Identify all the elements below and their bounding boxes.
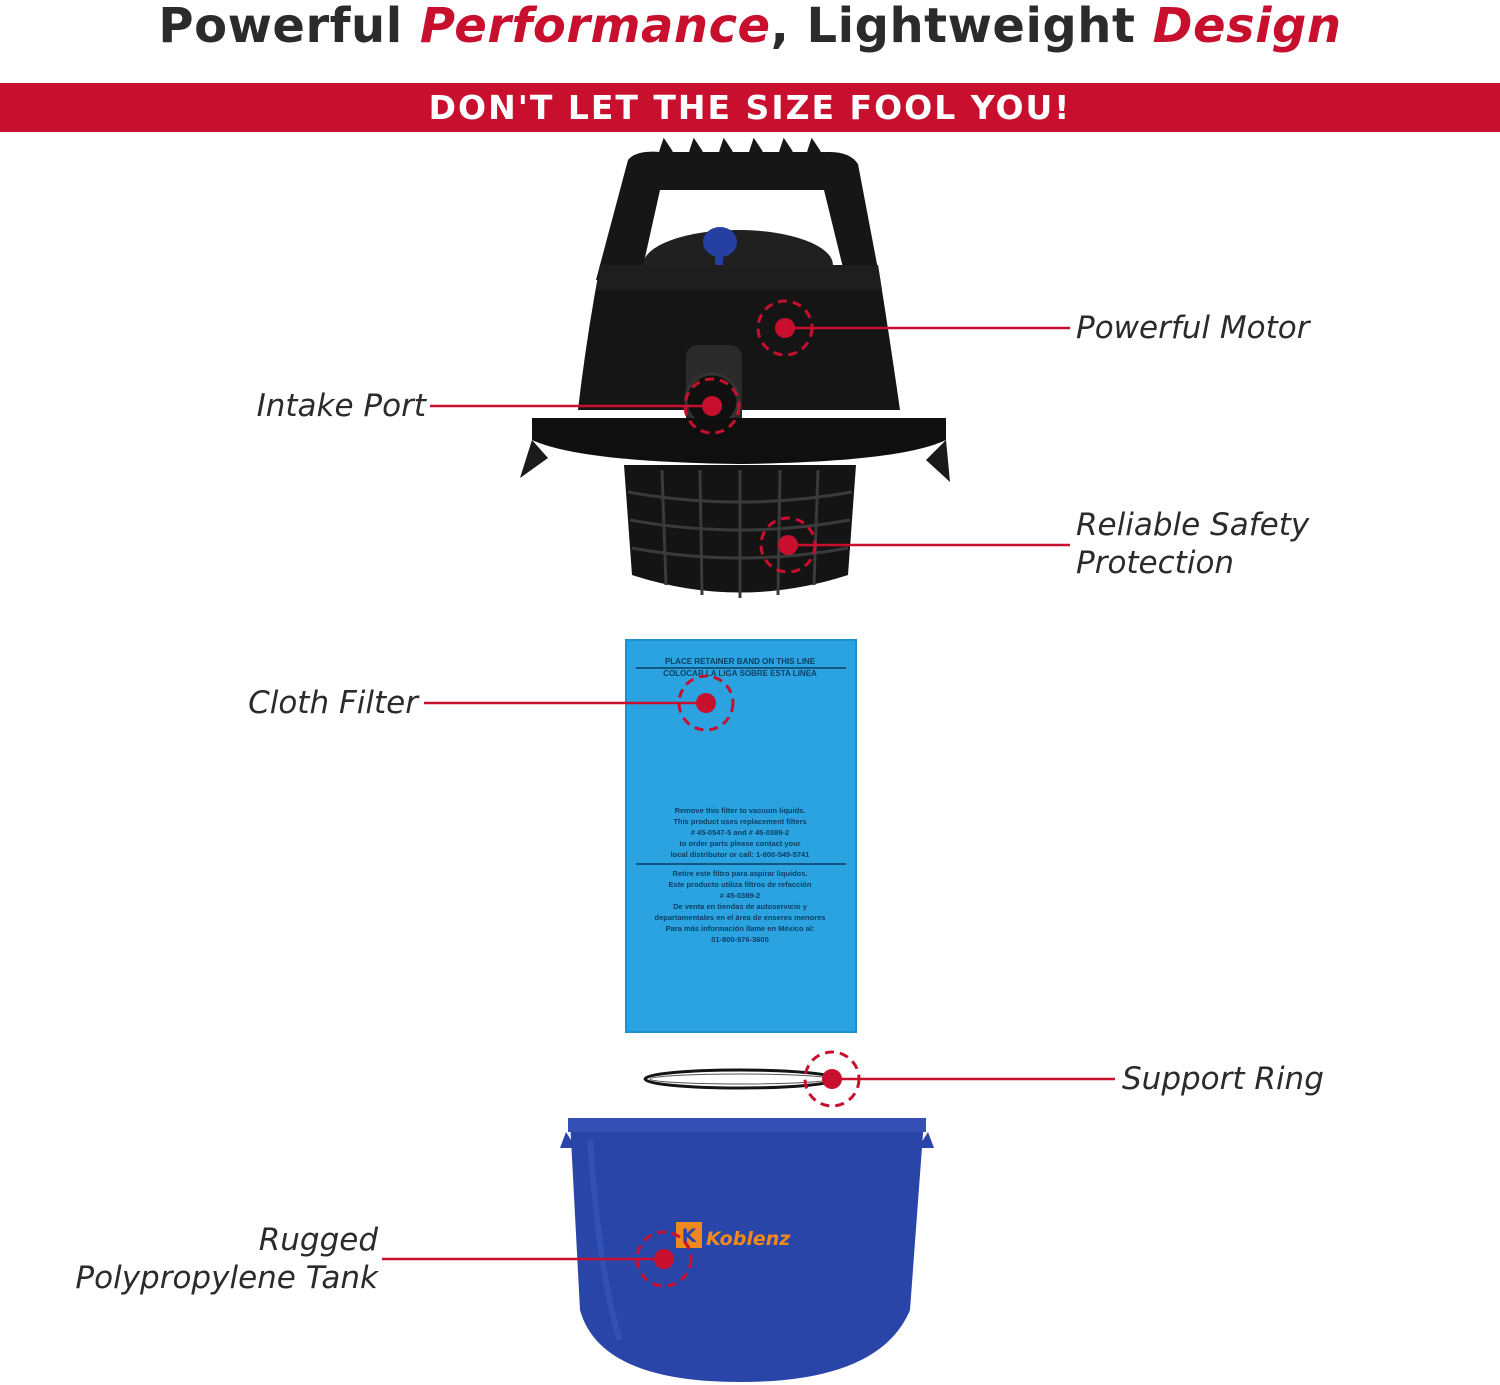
marker-tank: [635, 1230, 693, 1288]
filter-text-line: Para más información llame en México al:: [666, 924, 815, 933]
callout-lines: [382, 326, 1115, 1261]
label-tank-line-1: Rugged: [258, 1222, 378, 1258]
label-powerful-motor: Powerful Motor: [1076, 310, 1310, 346]
label-safety-line-2: Protection: [1076, 545, 1235, 581]
filter-line-1: PLACE RETAINER BAND ON THIS LINE: [665, 657, 816, 666]
brand-logo-letter: K: [682, 1225, 698, 1247]
label-tank-line-2: Polypropylene Tank: [75, 1260, 378, 1296]
filter-text-line: # 45-0547-5 and # 45-0389-2: [691, 828, 789, 837]
brand-logo-text: Koblenz: [706, 1228, 791, 1250]
title-accent-design: Design: [1152, 0, 1342, 54]
label-safety-line-1: Reliable Safety: [1076, 507, 1310, 543]
filter-line-2: COLOCAR LA LIGA SOBRE ESTA LINEA: [663, 669, 817, 678]
label-intake-port: Intake Port: [256, 388, 426, 424]
marker-powerful-motor: [756, 299, 814, 357]
tank: K Koblenz: [560, 1118, 934, 1382]
filter-text-line: 01-800-976-3600: [711, 935, 769, 944]
filter-text-line: Remove this filter to vacuum liquids.: [675, 806, 806, 815]
marker-support-ring: [803, 1050, 861, 1108]
callout-markers: [635, 299, 861, 1288]
label-support-ring: Support Ring: [1122, 1061, 1324, 1097]
title-part-1: Powerful: [158, 0, 420, 54]
filter-text-line: Este producto utiliza filtros de refacci…: [669, 880, 812, 889]
filter-spanish-text: Retire este filtro para aspirar liquidos…: [655, 869, 826, 944]
marker-safety: [759, 516, 817, 574]
motor-head: [520, 137, 950, 598]
page-title: Powerful Performance, Lightweight Design: [0, 0, 1500, 70]
cloth-filter: PLACE RETAINER BAND ON THIS LINE COLOCAR…: [625, 639, 857, 1033]
label-cloth-filter: Cloth Filter: [248, 685, 418, 721]
filter-text-line: local distributor or call: 1-800-549-574…: [671, 850, 810, 859]
marker-intake-port: [683, 377, 741, 435]
filter-text-line: De venta en tiendas de autoservicio y: [673, 902, 808, 911]
marker-cloth-filter: [677, 674, 735, 732]
filter-text-line: This product uses replacement filters: [673, 817, 806, 826]
title-accent-performance: Performance: [419, 0, 771, 54]
filter-text-line: Retire este filtro para aspirar liquidos…: [672, 869, 807, 878]
blue-knob: [703, 227, 737, 257]
filter-text-line: departamentales en el área de enseres me…: [655, 913, 826, 922]
filter-text-line: to order parts please contact your: [679, 839, 800, 848]
filter-english-text: Remove this filter to vacuum liquids. Thi…: [671, 806, 810, 859]
title-part-2: , Lightweight: [770, 0, 1153, 54]
filter-text-line: # 45-0389-2: [720, 891, 760, 900]
banner: DON'T LET THE SIZE FOOL YOU!: [0, 83, 1500, 132]
brand-logo-box: [676, 1222, 702, 1248]
